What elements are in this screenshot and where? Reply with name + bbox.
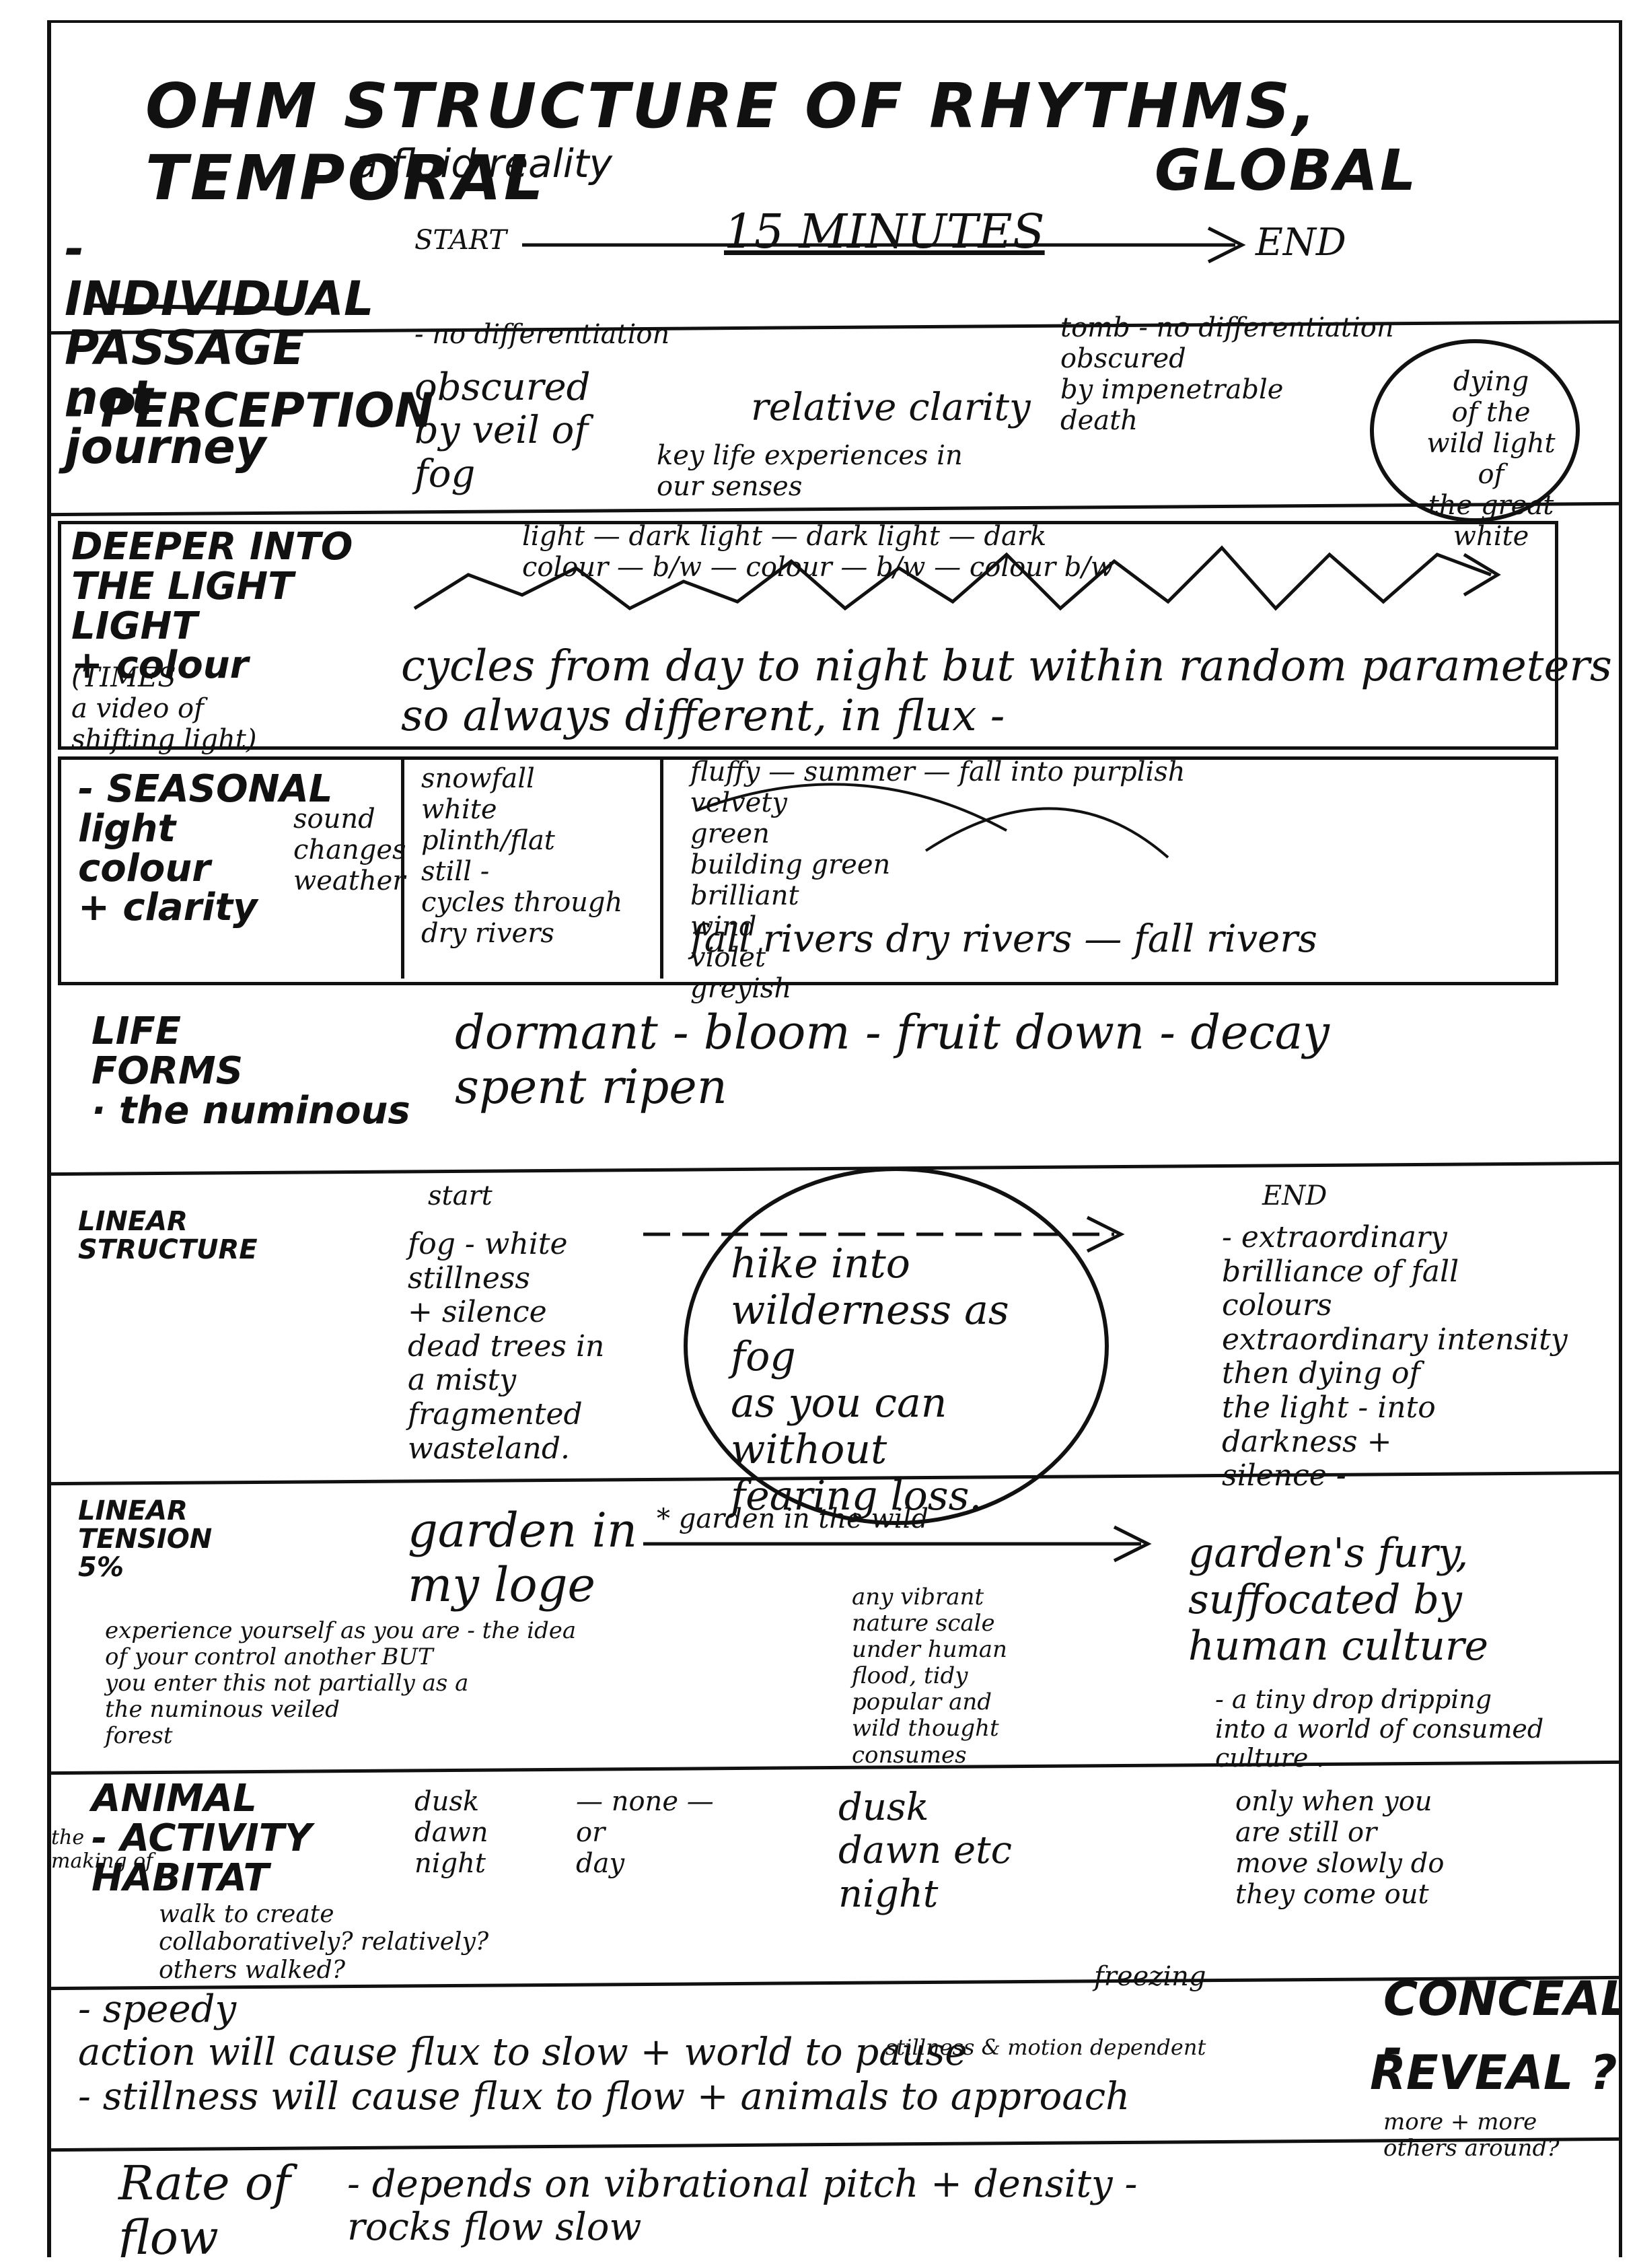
passage-start: START bbox=[414, 225, 507, 256]
light-box bbox=[58, 521, 1558, 750]
perception-circle-text: dying of the wild light of the great whi… bbox=[1426, 366, 1556, 552]
seasonal-side: sound changes weather bbox=[293, 804, 406, 896]
animal-e: walk to create collaboratively? relative… bbox=[159, 1901, 489, 1984]
perception-label: - PERCEPTION bbox=[65, 383, 434, 438]
seasonal-column-divider bbox=[401, 756, 663, 979]
animal-c: dusk dawn etc night bbox=[838, 1785, 1013, 1916]
page-title: OHM STRUCTURE OF RHYTHMS, TEMPORAL bbox=[145, 70, 1319, 214]
tension-arrow-label: * garden in the wild bbox=[657, 1503, 929, 1534]
handwritten-notes-sheet: OHM STRUCTURE OF RHYTHMS, TEMPORAL a flu… bbox=[47, 20, 1622, 2257]
passage-end: END bbox=[1256, 221, 1346, 264]
perception-circle bbox=[1370, 339, 1580, 522]
perception-b: relative clarity bbox=[751, 386, 1031, 429]
speed-line1-note: stillness & motion dependent bbox=[885, 2034, 1206, 2060]
animal-prefix: the making of bbox=[51, 1826, 153, 1873]
page-subtitle: a fluid reality bbox=[354, 141, 612, 186]
perception-top-note: - no differentiation bbox=[414, 319, 670, 350]
animal-b: — none — or day bbox=[576, 1786, 714, 1879]
seasonal-col2: fluffy — summer — fall into purplish vel… bbox=[690, 756, 1186, 1004]
tension-label: LINEAR TENSION 5% bbox=[78, 1495, 213, 1583]
perception-a: obscured by veil of fog bbox=[414, 365, 591, 496]
tension-b: garden's fury, suffocated by human cultu… bbox=[1188, 1530, 1489, 1670]
animal-label: ANIMAL - ACTIVITY HABITAT bbox=[92, 1777, 312, 1900]
light-wave-arrowhead bbox=[1463, 553, 1501, 597]
light-sequence: light — dark light — dark light — dark c… bbox=[522, 521, 1114, 583]
speed-line1: - speedy action will cause flux to slow … bbox=[78, 1987, 968, 2075]
tension-a: garden in my loge bbox=[408, 1503, 638, 1613]
seasonal-label: - SEASONAL light colour + clarity bbox=[78, 767, 333, 930]
perception-d: tomb - no differentiation obscured by im… bbox=[1060, 312, 1394, 436]
light-note: cycles from day to night but within rand… bbox=[401, 641, 1612, 741]
passage-underline bbox=[91, 304, 294, 311]
life-label: LIFE FORMS · the numinous bbox=[92, 1009, 410, 1133]
page-title-right: GLOBAL bbox=[1155, 137, 1418, 203]
seasonal-arc-2 bbox=[924, 807, 1169, 859]
linear-arrowhead bbox=[1086, 1215, 1125, 1253]
perception-c: key life experiences in our senses bbox=[657, 440, 963, 502]
tension-e: - a tiny drop dripping into a world of c… bbox=[1215, 1685, 1544, 1773]
linear-circle bbox=[684, 1167, 1109, 1525]
speed-conceal: CONCEAL - bbox=[1383, 1971, 1622, 2076]
passage-arrowhead bbox=[1207, 226, 1246, 264]
animal-a: dusk dawn night bbox=[414, 1786, 488, 1879]
linear-right: - extraordinary brilliance of fall colou… bbox=[1222, 1220, 1568, 1493]
rate-text: - depends on vibrational pitch + density… bbox=[347, 2162, 1138, 2250]
speed-line1-freezing: freezing bbox=[1094, 1961, 1206, 1992]
life-text: dormant - bloom - fruit down - decay spe… bbox=[455, 1005, 1330, 1114]
linear-label: LINEAR STRUCTURE bbox=[78, 1206, 258, 1265]
speed-reveal: REVEAL ? bbox=[1370, 2045, 1617, 2100]
light-label: DEEPER INTO THE LIGHT LIGHT + colour bbox=[71, 525, 353, 688]
seasonal-box bbox=[58, 756, 1558, 985]
speed-line2: - stillness will cause flux to flow + an… bbox=[78, 2075, 1130, 2119]
sketch-strokes bbox=[91, 226, 1501, 1563]
linear-left: fog - white stillness + silence dead tre… bbox=[408, 1227, 605, 1466]
seasonal-bottom: fall rivers dry rivers — fall rivers bbox=[690, 917, 1317, 961]
seasonal-arc-1 bbox=[696, 783, 1007, 832]
linear-start: start bbox=[428, 1180, 493, 1211]
animal-d: only when you are still or move slowly d… bbox=[1235, 1786, 1445, 1910]
tension-d: experience yourself as you are - the ide… bbox=[105, 1617, 577, 1750]
passage-duration: 15 MINUTES bbox=[724, 204, 1045, 259]
tension-arrowhead bbox=[1113, 1525, 1152, 1563]
linear-end: END bbox=[1262, 1180, 1327, 1211]
tension-c: any vibrant nature scale under human flo… bbox=[852, 1584, 1007, 1769]
light-sublabel: (TIMES a video of shifting light) bbox=[71, 662, 257, 755]
light-wave bbox=[413, 545, 1492, 611]
seasonal-col1: snowfall white plinth/flat still - cycle… bbox=[421, 763, 623, 949]
linear-circle-text: hike into wilderness as fog as you can w… bbox=[731, 1240, 1009, 1520]
rate-label: Rate of flow bbox=[118, 2156, 291, 2257]
